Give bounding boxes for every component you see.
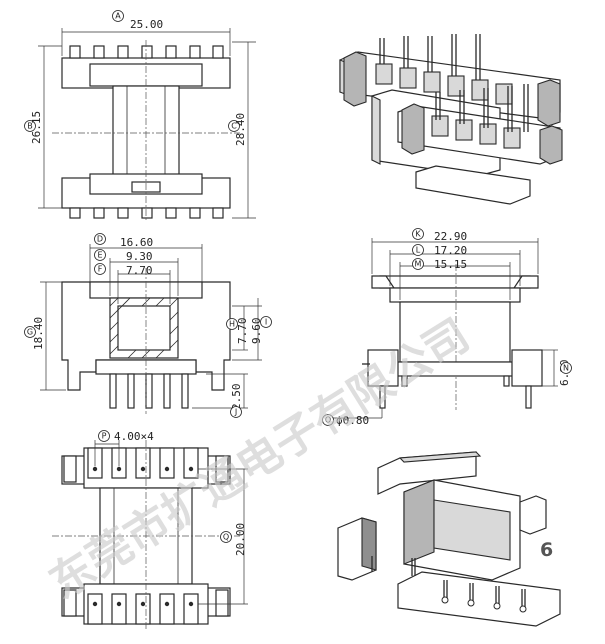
dim-mark-K: K (415, 230, 421, 239)
isometric-view-bottom (337, 451, 561, 627)
dim-mark-L: L (416, 246, 421, 255)
dim-value-I: 9.60 (250, 318, 263, 345)
dim-value-D: 16.60 (120, 236, 153, 249)
dim-callout-F (94, 263, 106, 275)
dim-mark-C: C (231, 122, 237, 131)
dim-value-Q: 20.00 (234, 523, 247, 556)
dim-value-C: 28.40 (234, 113, 247, 146)
dim-value-O: ϕ0.80 (336, 414, 369, 427)
dim-value-M: 15.15 (434, 258, 467, 271)
dim-value-B: 26.15 (30, 111, 43, 144)
dim-mark-G: G (27, 328, 33, 337)
front-view: D 16.60 E 9.30 F 7.70 G 18.40 H 7.70 I 9… (24, 233, 272, 418)
dim-mark-H: H (229, 320, 235, 329)
dim-mark-D: D (97, 235, 103, 244)
dim-callout-O (322, 414, 334, 426)
dim-callout-C (228, 120, 240, 132)
top-view: A 25.00 B 26.15 C 28.40 (24, 10, 256, 222)
dim-value-J: 2.50 (230, 384, 243, 411)
dim-callout-B (24, 120, 36, 132)
dim-callout-G (24, 326, 36, 338)
dim-callout-H (226, 318, 238, 330)
dim-mark-P: P (102, 432, 107, 441)
dim-mark-Q: Q (223, 533, 229, 542)
dim-callout-A (112, 10, 124, 22)
dim-value-P: 4.00×4 (114, 430, 154, 443)
side-view: K 22.90 L 17.20 M 15.15 6.80 N O ϕ0.80 (322, 228, 572, 427)
dim-value-G: 18.40 (32, 317, 45, 350)
dim-callout-D (94, 233, 106, 245)
dim-callout-I (260, 316, 272, 328)
isometric-view-top (339, 34, 563, 205)
dim-callout-J (230, 406, 242, 418)
dim-mark-J: J (234, 408, 237, 417)
dim-value-A: 25.00 (130, 18, 163, 31)
dim-callout-E (94, 249, 106, 261)
dim-value-H: 7.70 (236, 318, 249, 345)
dim-mark-O: O (325, 416, 331, 425)
dim-callout-M (412, 258, 424, 270)
dim-mark-A: A (115, 12, 121, 21)
dim-mark-E: E (97, 251, 102, 260)
dim-callout-L (412, 244, 424, 256)
dim-value-F: 7.70 (126, 264, 153, 277)
dim-mark-B: B (27, 122, 33, 131)
dim-callout-Q (220, 531, 232, 543)
dim-mark-N: N (563, 364, 569, 373)
dim-value-E: 9.30 (126, 250, 153, 263)
dim-value-L: 17.20 (434, 244, 467, 257)
dim-callout-P (98, 430, 110, 442)
bottom-view: P 4.00×4 Q 20.00 (52, 430, 248, 630)
dim-mark-M: M (415, 260, 422, 269)
dim-value-K: 22.90 (434, 230, 467, 243)
dim-callout-K (412, 228, 424, 240)
dim-mark-F: F (98, 265, 103, 274)
page-number: 6 (540, 539, 553, 561)
dim-mark-I: I (265, 318, 267, 327)
dim-callout-N (560, 362, 572, 374)
